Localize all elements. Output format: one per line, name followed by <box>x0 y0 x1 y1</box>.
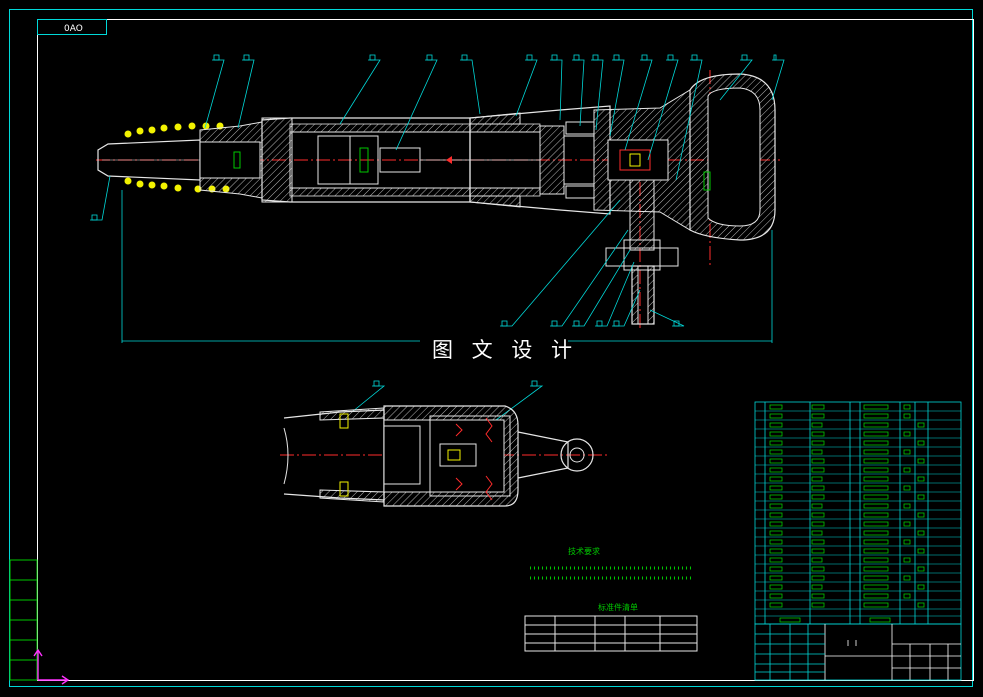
sheet-code-box <box>37 19 107 35</box>
overall-dimension <box>121 190 773 343</box>
bom-cell-glyphs <box>769 404 925 623</box>
bom-table <box>754 401 962 625</box>
outer-border <box>9 9 973 687</box>
ucs-axis-icon <box>33 648 70 685</box>
item-markers <box>91 54 777 387</box>
parts-table-title: 标准件清单 <box>598 602 638 612</box>
tech-requirements: 技术要求 <box>530 546 694 580</box>
title-block <box>754 623 962 681</box>
tech-requirements-title: 技术要求 <box>568 546 600 556</box>
main-section-view: 图 文 设 计 <box>90 54 785 421</box>
watermark-text: 图 文 设 计 <box>432 338 578 362</box>
inner-border <box>37 19 974 681</box>
bom-rows <box>755 410 961 617</box>
detail-section-view <box>280 405 610 507</box>
sheet-code: 0AO <box>64 24 83 34</box>
standard-parts-table: 标准件清单 <box>524 602 698 652</box>
side-revision-table <box>9 559 38 681</box>
